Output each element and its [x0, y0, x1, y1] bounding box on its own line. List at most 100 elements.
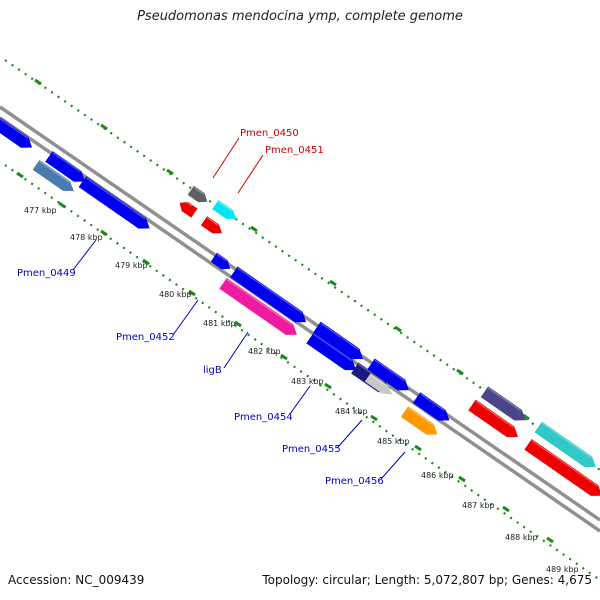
gene-label: Pmen_0450 [240, 128, 299, 139]
gene-label-leader [237, 154, 264, 194]
genome-info-text: Topology: circular; Length: 5,072,807 bp… [262, 573, 592, 587]
gene-label-leader [380, 451, 406, 480]
gene-highlight [206, 217, 219, 226]
gene-highlight [374, 359, 405, 382]
gene-shape [210, 252, 231, 270]
gene-pmen-0449 [78, 176, 150, 229]
kbp-label: 484 kbp [335, 407, 368, 416]
upper-major-tick [34, 78, 42, 86]
kbp-label: 481 kbp [203, 319, 236, 328]
gene-upper-1 [0, 117, 33, 148]
gene-pmen-0452 [219, 277, 297, 335]
gene-highlight [541, 422, 592, 458]
kbp-label: 485 kbp [377, 437, 410, 446]
upper-major-tick [166, 168, 174, 176]
gene-shape [412, 392, 450, 421]
gene-label: Pmen_0454 [234, 412, 293, 423]
gene-highlight [218, 201, 233, 212]
gene-shape [480, 386, 526, 421]
map-title: Pseudomonas mendocina ymp, complete geno… [137, 9, 463, 24]
gene-upper-long [230, 266, 307, 323]
gene-highlight [52, 152, 82, 173]
gene-label: Pmen_0451 [265, 145, 324, 156]
lower-major-tick [188, 289, 196, 297]
gene-label-leader [212, 137, 240, 179]
gene-highlight [85, 177, 146, 220]
lower-major-tick [546, 536, 554, 544]
gene-lower-red-2 [524, 438, 600, 496]
kbp-label: 488 kbp [505, 533, 538, 542]
gene-label-leader [337, 419, 363, 448]
gene-highlight [358, 363, 386, 383]
gene-highlight [193, 186, 205, 195]
gene-label: Pmen_0452 [116, 332, 175, 343]
gene-shape [367, 358, 409, 391]
gene-lower-steel [32, 159, 74, 192]
gene-lower-red-1 [468, 399, 518, 438]
gene-shape [187, 185, 208, 203]
gene-highlight [475, 400, 514, 428]
gene-highlight [531, 440, 598, 487]
gene-upper-5 [412, 392, 450, 421]
lower-major-tick [414, 444, 422, 452]
gene-highlight [313, 333, 352, 361]
lower-major-tick [502, 505, 510, 513]
gene-shape [534, 421, 596, 468]
gene-label: ligB [203, 365, 222, 376]
lower-major-tick [142, 258, 150, 266]
gene-red-small-2 [200, 216, 223, 234]
gene-ligB [306, 332, 356, 371]
kbp-label: 477 kbp [24, 206, 57, 215]
gene-highlight [320, 322, 359, 350]
tick-track-lower [4, 164, 600, 581]
gene-label-leader [172, 299, 199, 336]
lower-major-tick [324, 382, 332, 390]
gene-shape [524, 438, 600, 496]
gene-highlight [487, 387, 522, 412]
gene-label: Pmen_0456 [325, 476, 384, 487]
lower-major-tick [280, 353, 288, 361]
gene-label: Pmen_0449 [17, 268, 76, 279]
gene-label-leader [223, 331, 249, 369]
kbp-label: 486 kbp [421, 471, 454, 480]
gene-features [0, 117, 600, 496]
gene-label: Pmen_0455 [282, 444, 341, 455]
kbp-label: 479 kbp [115, 261, 148, 270]
gene-label-leader [289, 385, 311, 415]
upper-major-tick [522, 413, 530, 421]
gene-upper-slate [480, 386, 526, 421]
gene-label-leader [72, 239, 97, 271]
gene-highlight [370, 374, 388, 387]
gene-red-small-1 [179, 199, 198, 218]
gene-highlight [408, 407, 434, 426]
gene-pmen-0450 [187, 185, 208, 203]
upper-major-tick [100, 123, 108, 131]
kbp-label: 482 kbp [248, 347, 281, 356]
gene-shape [200, 216, 223, 234]
gene-shape [212, 200, 237, 220]
gene-pmen-0456 [400, 406, 438, 435]
gene-shape [230, 266, 307, 323]
gene-shape [45, 151, 86, 182]
kbp-label: 487 kbp [462, 501, 495, 510]
lower-major-tick [100, 229, 108, 237]
gene-shape [306, 332, 356, 371]
gene-pmen-0455-silver [364, 373, 393, 395]
gene-shape [219, 277, 297, 335]
gene-upper-small [210, 252, 231, 270]
gene-shape [364, 373, 393, 395]
kbp-label: 480 kbp [159, 290, 192, 299]
lower-major-tick [458, 475, 466, 483]
gene-upper-2 [45, 151, 86, 182]
gene-highlight [226, 279, 293, 326]
gene-upper-3 [313, 321, 363, 360]
upper-major-tick [250, 225, 258, 233]
gene-shape [313, 321, 363, 360]
lower-major-tick [58, 201, 66, 209]
gene-upper-teal [534, 421, 596, 468]
gene-shape [0, 117, 33, 148]
gene-shape [179, 201, 198, 218]
lower-major-tick [370, 414, 378, 422]
